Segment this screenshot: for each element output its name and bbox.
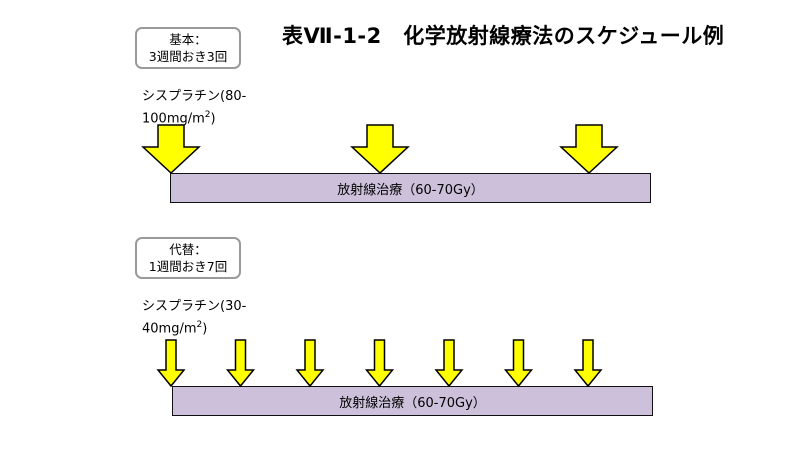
standard-radiotherapy-bar: 放射線治療（60-70Gy）	[170, 173, 651, 203]
alternative-dose-arrow	[295, 339, 325, 388]
alternative-radiotherapy-bar: 放射線治療（60-70Gy）	[172, 386, 653, 416]
alternative-dose-arrow	[225, 339, 256, 388]
standard-radiotherapy-label: 放射線治療（60-70Gy）	[337, 182, 484, 198]
standard-dose-arrow	[141, 124, 201, 175]
standard-dose-text: 100mg/m	[142, 111, 205, 127]
alternative-drug-line1: シスプラチン(30-	[142, 299, 247, 314]
standard-drug-label: シスプラチン(80- 100mg/m2)	[142, 87, 246, 128]
alternative-schedule-box: 代替： 1週間おき7回	[135, 237, 241, 279]
standard-dose-close: )	[210, 111, 216, 127]
alternative-box-heading: 代替：	[169, 242, 207, 257]
alternative-drug-label: シスプラチン(30- 40mg/m2)	[142, 297, 246, 338]
diagram-title: 表Ⅶ-1-2 化学放射線療法のスケジュール例	[282, 24, 725, 48]
alternative-dose-arrow	[573, 339, 603, 388]
alternative-dose-close: )	[202, 321, 208, 337]
alternative-dose-sup: 2	[196, 320, 203, 330]
standard-box-frequency: 3週間おき3回	[148, 49, 228, 64]
alternative-dose-arrow	[156, 339, 186, 388]
alternative-dose-arrow	[364, 339, 395, 388]
standard-dose-sup: 2	[204, 110, 211, 120]
alternative-dose-arrow	[503, 339, 534, 388]
alternative-dose-arrow	[434, 339, 464, 388]
standard-schedule-box: 基本： 3週間おき3回	[135, 27, 241, 69]
alternative-drug-line2: 40mg/m2)	[142, 316, 246, 338]
alternative-box-frequency: 1週間おき7回	[148, 259, 228, 274]
alternative-radiotherapy-label: 放射線治療（60-70Gy）	[339, 395, 486, 411]
standard-dose-arrow	[559, 124, 619, 175]
standard-drug-line1: シスプラチン(80-	[142, 89, 247, 104]
standard-box-heading: 基本：	[169, 32, 207, 47]
standard-dose-arrow	[350, 124, 410, 175]
alternative-dose-text: 40mg/m	[142, 321, 197, 337]
standard-drug-line2: 100mg/m2)	[142, 106, 246, 128]
